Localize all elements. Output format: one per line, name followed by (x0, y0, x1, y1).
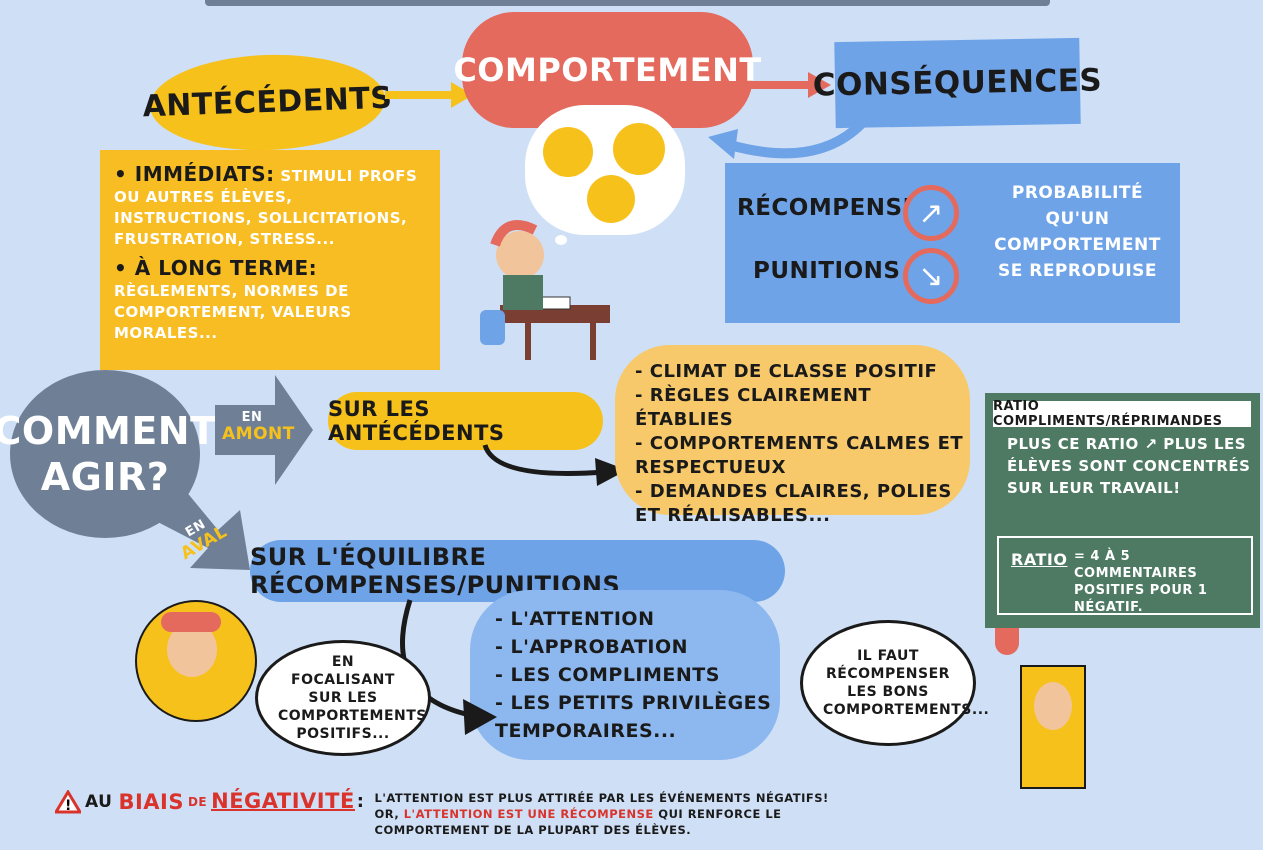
ratio-panel-text: PLUS CE RATIO ↗ PLUS LES ÉLÈVES SONT CON… (1007, 435, 1251, 497)
ratio-panel-title: RATIO COMPLIMENTS/RÉPRIMANDES (993, 399, 1251, 429)
footer-note: ! AU BIAIS DE NÉGATIVITÉ : L'ATTENTION E… (55, 790, 829, 838)
probabilite-text: PROBABILITÉ QU'UN COMPORTEMENT SE REPROD… (994, 183, 1161, 281)
arrow-comportement-to-consequences (748, 72, 831, 98)
ratio-value: = 4 À 5 COMMENTAIRES POSITIFS POUR 1 NÉG… (1074, 549, 1208, 615)
amont-word: AMONT (222, 424, 295, 444)
thought-cloud (525, 105, 685, 235)
arrow-down-right-icon: ↘ (903, 248, 959, 304)
ratio-label: RATIO (1011, 550, 1068, 569)
recompenses-label: RÉCOMPENSES (737, 195, 936, 221)
angry-face-icon (587, 175, 635, 223)
consequences-details-box: RÉCOMPENSES ↗ PUNITIONS ↘ (725, 163, 1180, 323)
speech-bubble-right: IL FAUT RÉCOMPENSER LES BONS COMPORTEMEN… (800, 620, 990, 746)
footer-de: DE (187, 795, 208, 809)
teacher-left-portrait (135, 600, 257, 722)
bubble-right-text: IL FAUT RÉCOMPENSER LES BONS COMPORTEMEN… (823, 648, 990, 718)
footer-line2-rest: QUI RENFORCE LE (658, 807, 782, 821)
bubble-left-text: EN FOCALISANT SUR LES COMPORTEMENTS POSI… (278, 654, 427, 742)
rewards-list-item: - L'APPROBATION (495, 636, 689, 658)
footer-au: AU (85, 792, 113, 812)
rewards-list-item: - LES PETITS PRIVILÈGES TEMPORAIRES... (495, 692, 772, 742)
antecedents-list-item: - DEMANDES CLAIRES, POLIES ET RÉALISABLE… (635, 481, 952, 526)
happy-face-icon (613, 123, 665, 175)
antecedents-details-box: • IMMÉDIATS: STIMULI PROFS OU AUTRES ÉLÈ… (100, 150, 440, 370)
rewards-list: - L'ATTENTION - L'APPROBATION - LES COMP… (495, 605, 775, 745)
ratio-formula-box: RATIO = 4 À 5 COMMENTAIRES POSITIFS POUR… (997, 536, 1253, 615)
warning-icon: ! (55, 790, 81, 814)
antecedents-cloud (615, 345, 970, 515)
longterme-text: RÈGLEMENTS, NORMES DE COMPORTEMENT, VALE… (114, 282, 352, 342)
teacher-right-face (1034, 682, 1072, 730)
teacher-left-hair (161, 612, 221, 632)
comportement-label: COMPORTEMENT (453, 20, 761, 120)
teacher-right-portrait (1020, 665, 1086, 789)
longterme-item: • À LONG TERME: RÈGLEMENTS, NORMES DE CO… (114, 256, 352, 343)
sleepy-face-icon (543, 127, 593, 177)
arrow-antecedents-to-comportement (385, 82, 473, 108)
footer-line2-red: L'ATTENTION EST UNE RÉCOMPENSE (403, 807, 654, 821)
rewards-cloud (470, 590, 780, 760)
sur-antecedents-label: SUR LES ANTÉCÉDENTS (328, 392, 603, 450)
immediats-label: IMMÉDIATS: (134, 162, 275, 186)
immediats-item: • IMMÉDIATS: STIMULI PROFS OU AUTRES ÉLÈ… (114, 162, 418, 249)
comment-line1: COMMENT (0, 409, 217, 453)
speech-bubble-left: EN FOCALISANT SUR LES COMPORTEMENTS POSI… (255, 640, 431, 756)
antecedents-label: ANTÉCÉDENTS (142, 50, 393, 155)
student-illustration (480, 220, 610, 360)
antecedents-list-item: - CLIMAT DE CLASSE POSITIF (635, 361, 938, 382)
rewards-list-item: - LES COMPLIMENTS (495, 664, 720, 686)
comment-line2: AGIR? (40, 455, 170, 499)
antecedents-list-item: - RÈGLES CLAIREMENT ÉTABLIES (635, 385, 872, 430)
punitions-label: PUNITIONS (753, 258, 901, 284)
feedback-arrow (708, 116, 869, 159)
footer-biais: BIAIS (118, 790, 184, 814)
top-border (205, 0, 1050, 6)
ratio-panel: RATIO COMPLIMENTS/RÉPRIMANDES PLUS CE RA… (985, 393, 1260, 628)
footer-colon: : (356, 791, 365, 812)
antecedents-list: - CLIMAT DE CLASSE POSITIF - RÈGLES CLAI… (635, 360, 965, 528)
footer-negativite: NÉGATIVITÉ (211, 789, 355, 813)
thought-dot (555, 235, 567, 245)
antecedents-list-item: - COMPORTEMENTS CALMES ET RESPECTUEUX (635, 433, 964, 478)
footer-line2-or: OR, (374, 807, 400, 821)
amont-text: EN AMONT (222, 410, 295, 444)
footer-line1: L'ATTENTION EST PLUS ATTIRÉE PAR LES ÉVÉ… (374, 791, 829, 805)
longterme-label: À LONG TERME: (134, 256, 318, 280)
immediats-text: STIMULI PROFS OU AUTRES ÉLÈVES, INSTRUCT… (114, 167, 418, 248)
rewards-list-item: - L'ATTENTION (495, 608, 655, 630)
amont-en: EN (241, 410, 263, 425)
arrow-up-right-icon: ↗ (903, 185, 959, 241)
curved-arrow-antecedents (482, 444, 627, 486)
amont-arrow (215, 375, 313, 485)
svg-text:!: ! (65, 798, 72, 814)
footer-line3: COMPORTEMENT DE LA PLUPART DES ÉLÈVES. (374, 823, 692, 837)
aval-arrow (150, 490, 250, 570)
